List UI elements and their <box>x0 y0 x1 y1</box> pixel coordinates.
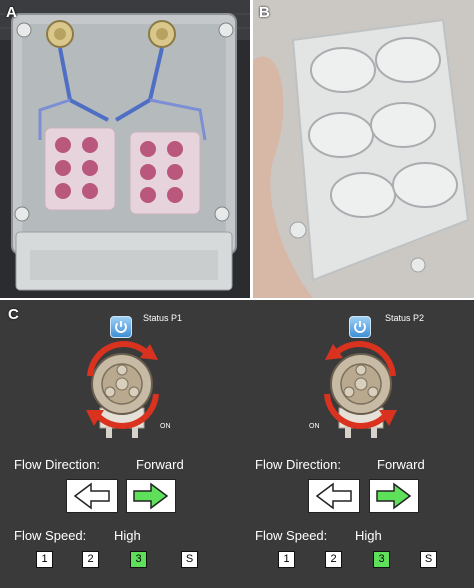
forward-direction-button[interactable] <box>126 479 176 513</box>
speed-button-3[interactable]: 3 <box>373 551 390 568</box>
arrow-right-icon <box>376 482 412 510</box>
manifold-photo-illustration <box>253 0 474 298</box>
flow-direction-value: Forward <box>136 457 184 472</box>
speed-button-2[interactable]: 2 <box>82 551 99 568</box>
forward-direction-button[interactable] <box>369 479 419 513</box>
pump-2-controls: Status P2 ON Flow Direction: Forward <box>237 300 474 588</box>
on-label: ON <box>309 423 320 430</box>
power-icon <box>354 321 366 333</box>
flow-speed-value: High <box>355 528 382 543</box>
speed-button-s[interactable]: S <box>420 551 437 568</box>
status-label: Status P2 <box>385 313 425 323</box>
reverse-direction-button[interactable] <box>66 479 118 513</box>
pump-1-controls: Status P1 ON Flow Direction: Forward <box>0 300 237 588</box>
flow-speed-label: Flow Speed: <box>255 528 328 543</box>
flow-speed-value: High <box>114 528 141 543</box>
speed-button-1[interactable]: 1 <box>278 551 295 568</box>
panel-b-label: B <box>259 4 270 21</box>
panel-c-label: C <box>8 306 19 323</box>
device-photo: A <box>0 0 250 298</box>
peristaltic-pump-icon[interactable] <box>309 336 414 441</box>
manifold-photo: B <box>253 0 474 298</box>
power-button[interactable] <box>110 316 132 338</box>
arrow-left-icon <box>73 482 110 510</box>
status-label: Status P1 <box>143 313 183 323</box>
flow-direction-label: Flow Direction: <box>255 457 341 472</box>
pump-control-panel: C Status P1 ON Flow Direction: F <box>0 300 474 588</box>
peristaltic-pump-icon[interactable] <box>70 336 175 441</box>
arrow-left-icon <box>315 482 352 510</box>
flow-direction-value: Forward <box>377 457 425 472</box>
panel-a-label: A <box>6 4 17 21</box>
speed-button-2[interactable]: 2 <box>325 551 342 568</box>
on-label: ON <box>160 423 171 430</box>
speed-button-1[interactable]: 1 <box>36 551 53 568</box>
device-photo-illustration <box>0 0 250 298</box>
speed-button-3[interactable]: 3 <box>130 551 147 568</box>
arrow-right-icon <box>133 482 169 510</box>
flow-direction-label: Flow Direction: <box>14 457 100 472</box>
power-button[interactable] <box>349 316 371 338</box>
power-icon <box>115 321 127 333</box>
speed-button-s[interactable]: S <box>181 551 198 568</box>
flow-speed-label: Flow Speed: <box>14 528 87 543</box>
reverse-direction-button[interactable] <box>308 479 360 513</box>
